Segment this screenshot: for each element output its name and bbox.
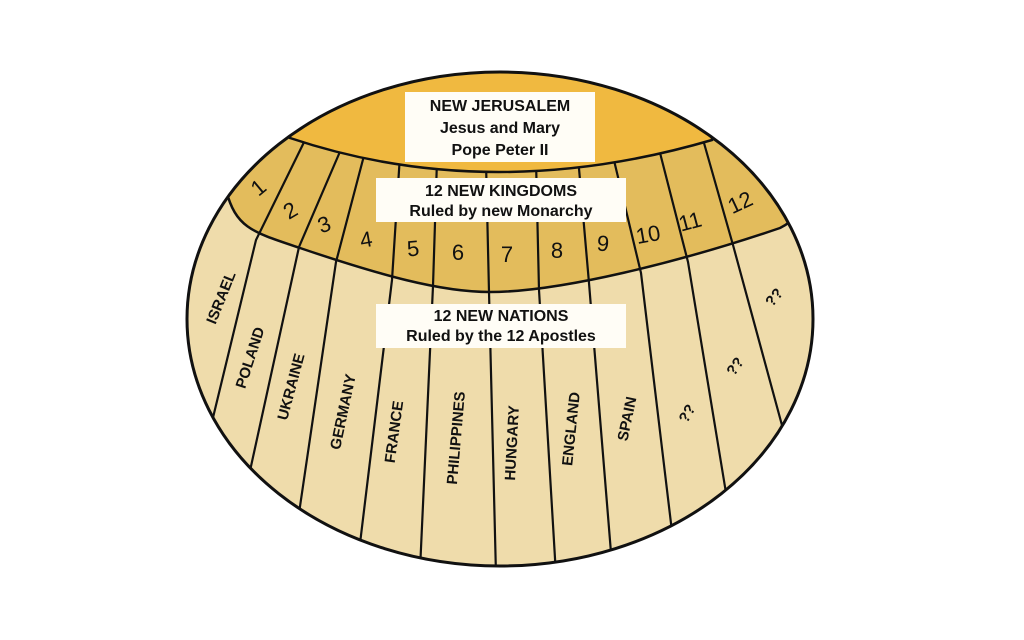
divider-line xyxy=(246,139,347,481)
nations-label-box xyxy=(376,304,626,348)
kingdom-number: 7 xyxy=(501,242,513,267)
nations-subtitle: Ruled by the 12 Apostles xyxy=(406,328,596,345)
kingdom-number: 8 xyxy=(551,238,563,263)
new-jerusalem-label-box xyxy=(405,92,595,162)
new-jerusalem-line2: Pope Peter II xyxy=(452,142,549,159)
divider-line xyxy=(296,147,368,521)
nations-title: 12 NEW NATIONS xyxy=(434,308,569,325)
kingdom-number: 5 xyxy=(406,236,420,262)
kingdom-number: 9 xyxy=(596,231,610,257)
kingdom-number: 6 xyxy=(452,240,464,265)
kingdom-number: 10 xyxy=(634,220,662,249)
new-jerusalem-title: NEW JERUSALEM xyxy=(430,98,570,115)
world-outline xyxy=(185,70,815,568)
nation-name: ?? xyxy=(676,402,700,426)
nation-name: HUNGARY xyxy=(502,405,523,481)
new-jerusalem-line1: Jesus and Mary xyxy=(440,120,560,137)
kingdoms-title: 12 NEW KINGDOMS xyxy=(425,183,577,200)
kingdoms-label-box xyxy=(376,178,626,222)
divider-line xyxy=(656,144,730,506)
kingdoms-subtitle: Ruled by new Monarchy xyxy=(409,203,592,220)
divider-line xyxy=(700,135,788,441)
divider-line xyxy=(208,129,311,431)
kingdom-number: 4 xyxy=(358,226,374,253)
